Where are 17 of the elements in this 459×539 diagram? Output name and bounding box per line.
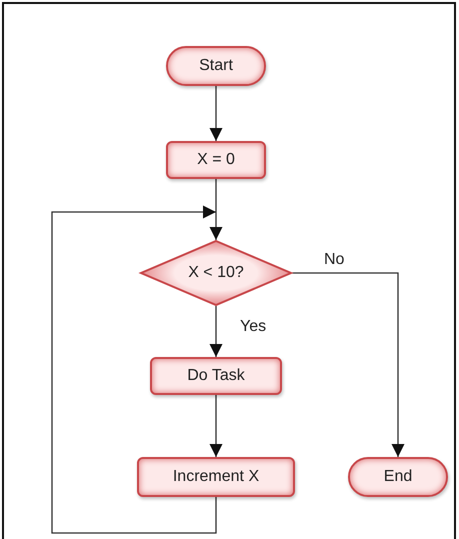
- node-label: Do Task: [187, 367, 245, 385]
- arrow: [210, 86, 222, 141]
- arrow: [210, 395, 222, 457]
- arrow: [210, 179, 222, 240]
- node-label: X < 10?: [188, 264, 244, 282]
- node-label: X = 0: [197, 151, 235, 169]
- terminator-shape: [166, 46, 266, 86]
- node-label: Increment X: [172, 468, 260, 486]
- arrow: [210, 306, 222, 357]
- process-box: [150, 357, 282, 395]
- arrow: [51, 206, 217, 534]
- node-label: Start: [199, 57, 233, 75]
- arrow: [292, 272, 404, 457]
- process-box: [166, 141, 266, 179]
- process-box: [137, 457, 295, 497]
- terminator-shape: [348, 457, 448, 497]
- node-label: End: [384, 468, 412, 486]
